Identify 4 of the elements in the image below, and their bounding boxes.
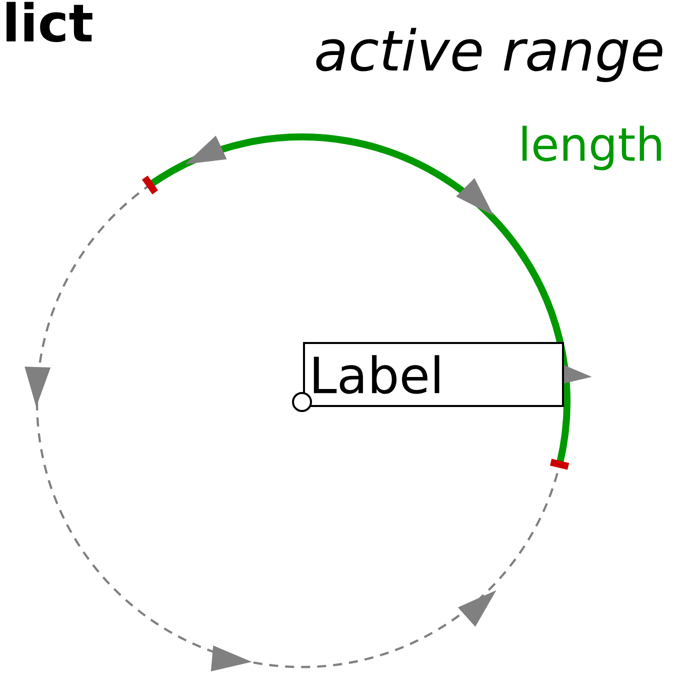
heading-text: lict (6, 2, 92, 42)
length-label: length (522, 126, 661, 170)
label-box: Label (303, 342, 564, 407)
range-title: active range (316, 28, 662, 82)
